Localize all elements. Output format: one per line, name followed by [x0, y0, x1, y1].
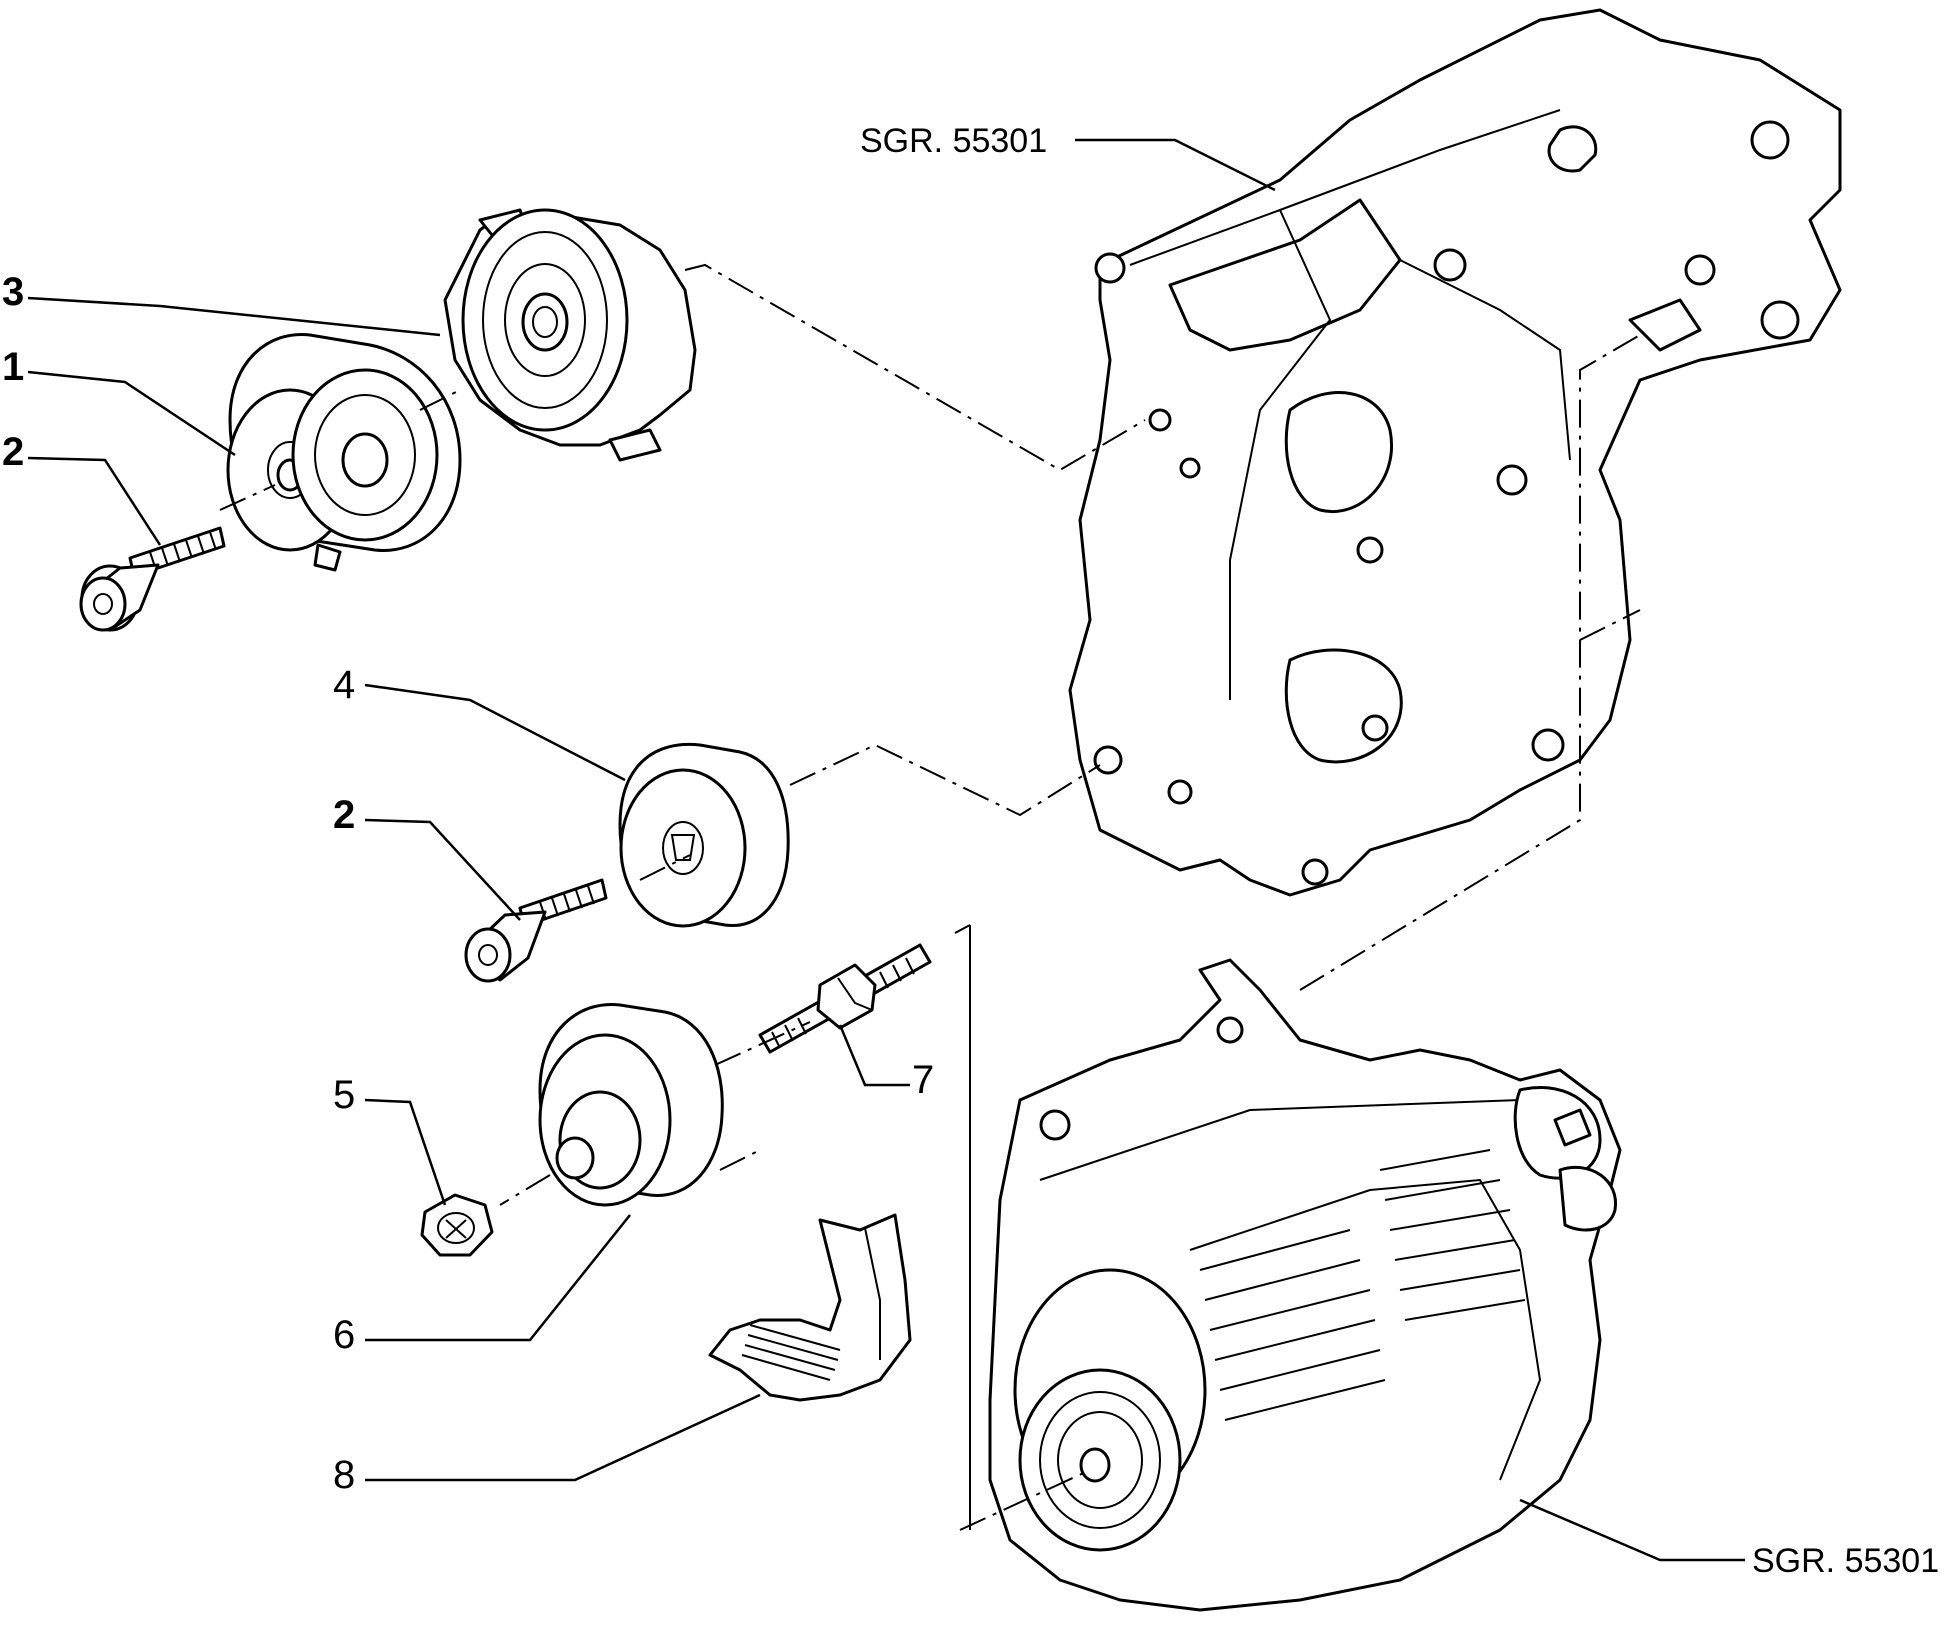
alternator-icon: [988, 958, 1622, 1612]
ribbed-belt-icon: [708, 1213, 912, 1402]
socket-head-bolt-icon: [464, 878, 608, 983]
bracket-reference-label: SGR. 55301: [860, 122, 1047, 160]
hex-nut-icon: [420, 1193, 494, 1257]
callout-8: 8: [333, 1453, 355, 1497]
belt-tensioner-icon: [443, 208, 697, 462]
callout-3: 3: [2, 270, 24, 314]
leader-lines: [27, 138, 1745, 1562]
callout-4: 4: [333, 663, 355, 707]
callout-5: 5: [333, 1073, 355, 1117]
alternator-fins: [1199, 1149, 1526, 1421]
alternator-reference-label: SGR. 55301: [1752, 1542, 1939, 1580]
guide-pulley-icon: [618, 742, 790, 928]
callout-2-top: 2: [2, 430, 24, 474]
callout-6: 6: [333, 1313, 355, 1357]
idler-pulley-icon: [226, 332, 462, 572]
callout-1: 1: [2, 345, 24, 389]
callout-7: 7: [912, 1058, 934, 1102]
pulley-icon: [538, 1002, 724, 1207]
mounting-bracket-icon: [1068, 8, 1842, 897]
callout-2-middle: 2: [333, 793, 355, 837]
socket-head-bolt-icon: [79, 526, 226, 632]
assembly-lines: [219, 263, 1641, 1531]
